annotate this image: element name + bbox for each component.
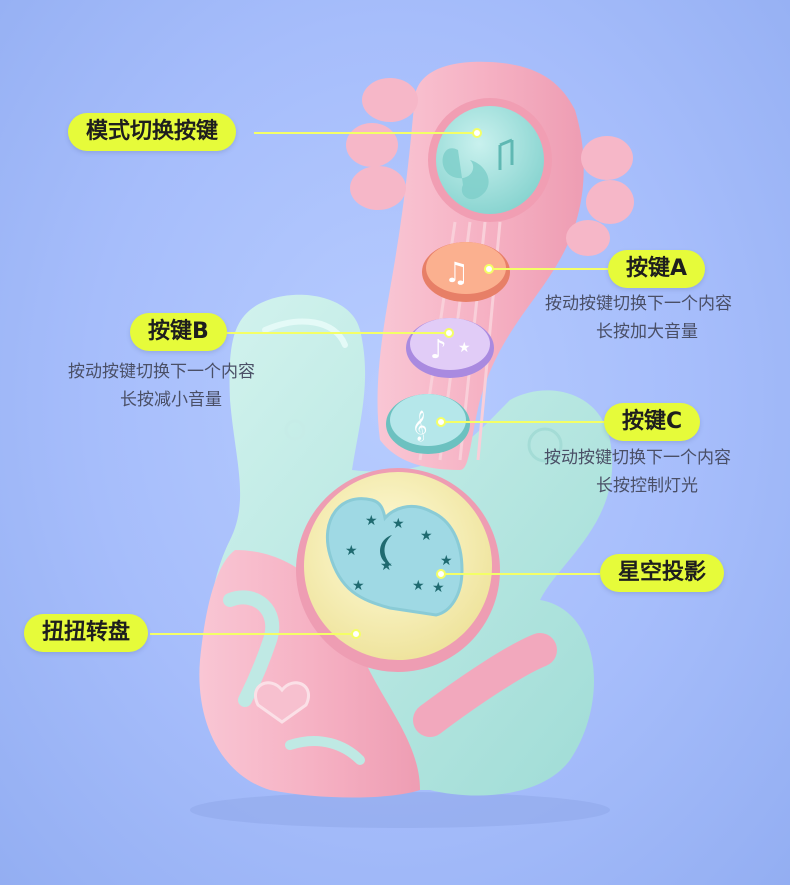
turntable-dot — [351, 629, 361, 639]
button-c — [390, 394, 466, 446]
turntable-line — [150, 633, 355, 635]
star-icon: ★ — [458, 340, 471, 356]
music-note-icon — [442, 148, 489, 200]
button-a-dot — [484, 264, 494, 274]
button-b-desc-1: 按动按键切换下一个内容 — [68, 362, 255, 382]
button-c-desc-2: 长按控制灯光 — [596, 476, 698, 496]
mode-switch-tag: 模式切换按键 — [68, 113, 237, 151]
mode-switch-line — [254, 132, 476, 134]
svg-text:★: ★ — [392, 516, 405, 532]
button-a-desc-2: 长按加大音量 — [596, 322, 698, 342]
turntable-tag: 扭扭转盘 — [24, 614, 149, 652]
button-b-line — [226, 332, 448, 334]
music-note-icon: ♫ — [444, 256, 469, 289]
button-a-desc-1: 按动按键切换下一个内容 — [545, 294, 732, 314]
button-c-desc-1: 按动按键切换下一个内容 — [544, 448, 731, 468]
svg-text:★: ★ — [420, 528, 433, 544]
button-b-desc-2: 长按减小音量 — [120, 390, 222, 410]
mode-switch-dot — [472, 128, 482, 138]
projector-dot — [436, 569, 446, 579]
mint-body-ridge — [262, 318, 348, 348]
button-b-dot — [444, 328, 454, 338]
button-c-line — [440, 421, 608, 423]
button-a — [426, 242, 506, 294]
ground-shadow — [190, 792, 610, 828]
button-a-line — [488, 268, 608, 270]
projector-line — [440, 573, 600, 575]
button-c-dot — [436, 417, 446, 427]
svg-text:★: ★ — [365, 513, 378, 529]
music-note-icon: ♪ — [430, 335, 447, 365]
projector-tag: 星空投影 — [600, 554, 725, 592]
star-projector — [325, 497, 464, 617]
button-c-tag: 按键C — [604, 403, 701, 441]
treble-clef-icon: 𝄞 — [412, 410, 427, 442]
heart-icon — [254, 681, 310, 724]
button-b-tag: 按键B — [130, 313, 227, 351]
tuning-pegs — [346, 78, 634, 256]
moon-icon — [380, 535, 392, 566]
pink-lower-swirl — [199, 550, 420, 798]
svg-text:★: ★ — [412, 578, 425, 594]
svg-text:★: ★ — [440, 553, 453, 569]
svg-text:★: ★ — [345, 543, 358, 559]
button-b — [410, 318, 490, 370]
svg-text:★: ★ — [432, 580, 445, 596]
svg-text:★: ★ — [380, 558, 393, 574]
button-a-tag: 按键A — [608, 250, 706, 288]
star-icons: ★ ★ ★ ★ ★ ★ ★ ★ ★ — [345, 513, 453, 596]
svg-text:★: ★ — [352, 578, 365, 594]
